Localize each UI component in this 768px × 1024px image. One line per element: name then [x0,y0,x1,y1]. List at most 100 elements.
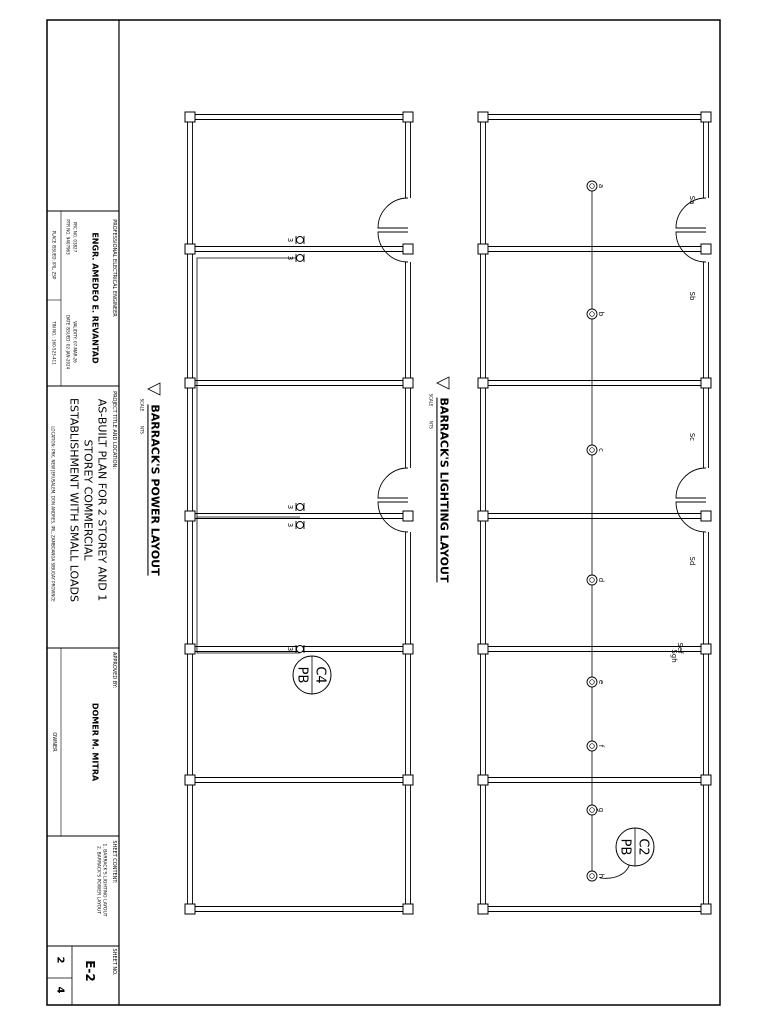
power-panel-tag: C4 PB [292,655,332,695]
lighting-floor-plan [477,111,712,915]
lighting-title-triangle-marker [436,376,450,390]
column [402,774,414,786]
engineer-role: PROFESSIONAL ELECTRICAL ENGINEER [111,219,117,317]
lighting-scale-value: NTS [429,421,434,429]
project-title-line-2: STOREY COMMERCIAL [82,439,95,561]
column [477,111,489,123]
outlet-count-label: 3 [286,238,294,242]
lighting-layout-title: BARRACK'S LIGHTING LAYOUT [438,398,451,583]
sheet-content-item-2: 2. BARRACK'S POWER LAYOUT [96,846,102,914]
sheet-index: 2 [55,957,66,964]
outlet-count-label: 3 [286,505,294,509]
power-layout-title-group: BARRACK'S POWER LAYOUT SCALE NTS [140,382,162,576]
column [477,903,489,915]
fixture-label: h [597,874,605,878]
switch-label: Sb [688,292,696,301]
column [700,774,712,786]
column [402,377,414,389]
column [184,243,196,255]
column [700,643,712,655]
engineer-name: ENGR. AMEDEO E. REVANTAD [91,232,100,364]
outlet-count-label: 3 [286,256,294,260]
column [700,510,712,522]
column [700,243,712,255]
place-issued: PLACE ISSUED: IPIL, ZSP [52,231,57,280]
light-fixture: e [586,676,605,688]
lighting-layout-title-group: BARRACK'S LIGHTING LAYOUT SCALE NTS [429,376,451,583]
column [402,243,414,255]
sheet-number-label: SHEET NO. [111,949,117,976]
column [477,510,489,522]
lighting-panel-circuit: C2 [636,838,651,855]
power-title-triangle-marker [147,382,161,396]
lighting-fixtures: a b c d e f g h [586,180,605,882]
column [402,510,414,522]
tin-number: TIN NO.: 160-523-411 [52,320,57,365]
duplex-outlet: 3 [286,521,305,529]
project-title-line-3: ESTABLISHMENT WITH SMALL LOADS [68,398,81,602]
column [184,903,196,915]
power-layout-title: BARRACK'S POWER LAYOUT [149,404,162,576]
project-title-line-1: AS-BUILT PLAN FOR 2 STOREY AND 1 [96,399,109,602]
column [184,111,196,123]
approved-by-label: APPROVED BY: [111,652,117,688]
date-issued: DATE ISSUED: 02-JAN-2024 [66,315,71,370]
title-block [47,20,120,1005]
lighting-scale-label: SCALE [429,394,434,407]
duplex-outlet: 3 [286,254,305,262]
light-fixture: d [586,574,605,586]
convenience-outlets: 3 3 3 3 3 [286,236,305,653]
column [700,903,712,915]
power-panel-circuit: C4 [313,666,328,683]
light-fixture: c [586,444,605,456]
power-scale-value: NTS [140,426,145,434]
column [477,774,489,786]
project-location: LOCATION: PRK. NEW JERUSALEM, DON ANDRES… [51,426,56,602]
validity: VALIDITY: 07-MAR-26 [73,321,78,363]
sheet-content-item-1: 1. BARRACK'S LIGHTING LAYOUT [102,843,108,916]
fixture-label: g [597,808,605,812]
column [477,643,489,655]
sheet-border [46,19,721,1006]
fixture-label: e [597,680,605,684]
light-fixture: a [586,180,605,192]
power-circuit-wiring [196,257,300,654]
outlet-count-label: 3 [286,523,294,527]
column [184,510,196,522]
fixture-label: c [597,448,605,452]
fixture-label: a [597,184,605,188]
fixture-label: f [597,745,605,748]
power-panel-board: PB [295,667,310,684]
power-floor-plan [184,111,414,915]
column [477,243,489,255]
lighting-panel-tag: C2 PB [615,827,655,867]
sheet-total: 4 [55,987,66,994]
sheet-number: E-2 [83,960,97,982]
switch-label: Sc [688,433,696,441]
owner-name: DOMER M. MITRA [91,703,100,782]
ptr-number: PTR NO. 9407963 [66,219,71,255]
switch-label: Sef [676,642,684,654]
duplex-outlet: 3 [286,236,305,244]
outlet-count-label: 3 [286,647,294,651]
column [402,111,414,123]
column [184,774,196,786]
light-fixture: g [586,804,605,816]
column [402,903,414,915]
fixture-label: b [597,312,605,317]
switch-label: Sa [688,196,696,205]
project-title-label: PROJECT TITLE AND LOCATION: [111,391,117,469]
light-fixture: h [586,870,605,882]
prc-number: PRC NO. 03827 [73,222,78,253]
sheet-content-label: SHEET CONTENT: [111,840,117,884]
column [184,643,196,655]
switch-label: Sd [688,557,696,566]
column [700,377,712,389]
duplex-outlet: 3 [286,645,305,653]
column [700,111,712,123]
power-scale-label: SCALE [140,399,145,412]
lighting-panel-board: PB [618,839,633,856]
light-fixture: b [586,308,605,320]
light-fixture: f [586,740,605,752]
